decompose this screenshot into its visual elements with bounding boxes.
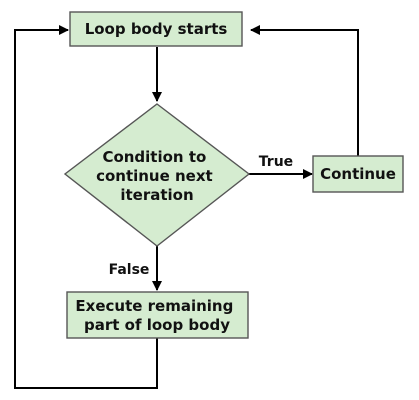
node-loop-body-starts: Loop body starts xyxy=(69,11,243,47)
svg-text:Loop body starts: Loop body starts xyxy=(85,20,228,38)
svg-text:Continue: Continue xyxy=(320,165,396,183)
node-condition-diamond: Condition to continue next iteration xyxy=(63,103,251,247)
node-execute-remaining: Execute remaining part of loop body xyxy=(66,291,249,339)
svg-text:Condition to continue ne: Condition to continue next iteration xyxy=(96,148,218,204)
edge-execute-to-start xyxy=(14,25,158,389)
node-label-line: iteration xyxy=(120,186,193,204)
edge-continue-to-start xyxy=(250,25,359,156)
node-label-line: Condition to xyxy=(102,148,206,166)
svg-text:Execute remaining part o: Execute remaining part of loop body xyxy=(75,297,238,334)
edge-label-false: False xyxy=(109,262,150,278)
node-label-line: Loop body starts xyxy=(85,20,228,38)
edge-label-true: True xyxy=(259,154,293,170)
node-label-line: continue next xyxy=(96,167,213,185)
node-label-line: part of loop body xyxy=(84,316,230,334)
node-continue: Continue xyxy=(312,155,404,193)
node-label-line: Continue xyxy=(320,165,396,183)
node-label-line: Execute remaining xyxy=(75,297,233,315)
